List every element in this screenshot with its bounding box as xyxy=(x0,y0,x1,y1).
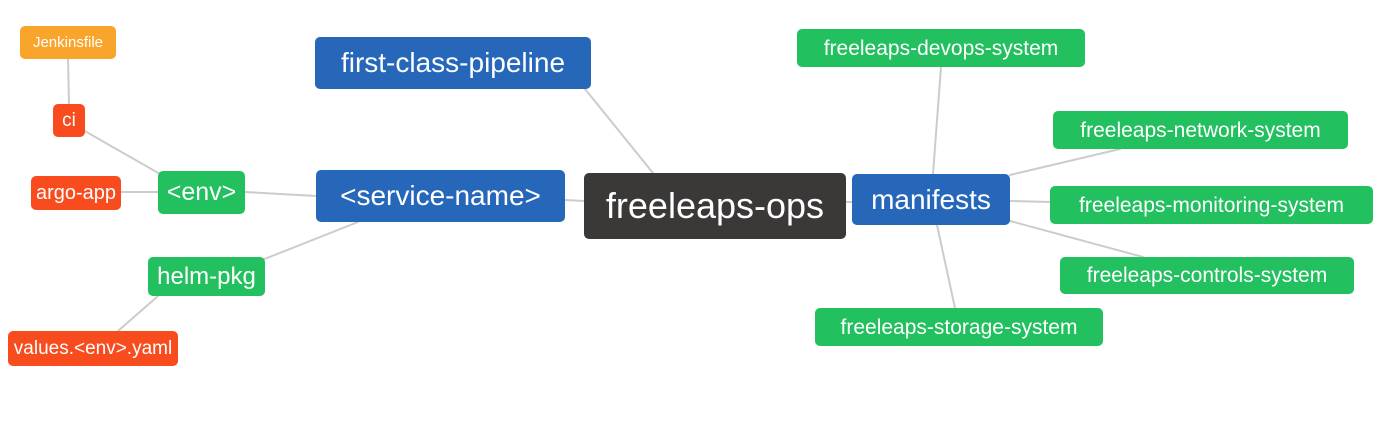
edge-jenkinsfile-to-ci xyxy=(67,58,70,105)
node-service-name[interactable]: <service-name> xyxy=(316,170,565,222)
node-freeleaps-storage-system[interactable]: freeleaps-storage-system xyxy=(815,308,1103,346)
edge-manifests-to-freeleaps-network-system xyxy=(1009,148,1121,176)
edge-first-class-pipeline-to-freeleaps-ops xyxy=(584,88,654,174)
edge-values-env-yaml-to-helm-pkg xyxy=(117,295,159,332)
node-freeleaps-controls-system[interactable]: freeleaps-controls-system xyxy=(1060,257,1354,294)
node-freeleaps-devops-system[interactable]: freeleaps-devops-system xyxy=(797,29,1085,67)
edge-helm-pkg-to-service-name xyxy=(261,221,359,261)
node-manifests[interactable]: manifests xyxy=(852,174,1010,225)
edge-ci-to-env xyxy=(82,129,168,179)
node-helm-pkg[interactable]: helm-pkg xyxy=(148,257,265,296)
edge-service-name-to-freeleaps-ops xyxy=(564,199,585,202)
node-ci[interactable]: ci xyxy=(53,104,85,137)
edge-env-to-service-name xyxy=(244,191,317,197)
node-jenkinsfile[interactable]: Jenkinsfile xyxy=(20,26,116,59)
edge-manifests-to-freeleaps-devops-system xyxy=(932,66,942,175)
edge-manifests-to-freeleaps-controls-system xyxy=(1009,220,1144,258)
node-env[interactable]: <env> xyxy=(158,171,245,214)
node-freeleaps-ops[interactable]: freeleaps-ops xyxy=(584,173,846,239)
edge-manifests-to-freeleaps-monitoring-system xyxy=(1009,200,1051,203)
node-freeleaps-monitoring-system[interactable]: freeleaps-monitoring-system xyxy=(1050,186,1373,224)
node-freeleaps-network-system[interactable]: freeleaps-network-system xyxy=(1053,111,1348,149)
node-first-class-pipeline[interactable]: first-class-pipeline xyxy=(315,37,591,89)
edge-manifests-to-freeleaps-storage-system xyxy=(936,224,956,309)
node-argo-app[interactable]: argo-app xyxy=(31,176,121,210)
node-values-env-yaml[interactable]: values.<env>.yaml xyxy=(8,331,178,366)
